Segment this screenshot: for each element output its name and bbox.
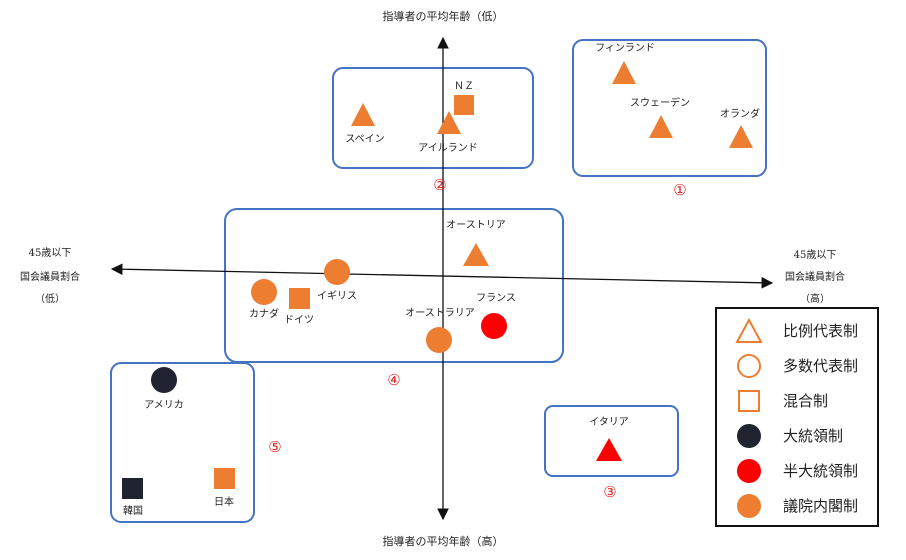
label-spain: スペイン: [345, 134, 384, 145]
marker-usa: [151, 367, 177, 393]
cluster-box-4: [224, 208, 564, 363]
axis-label-left-1: 45歳以下: [29, 247, 72, 259]
marker-italy: [596, 438, 622, 461]
legend: 比例代表制 多数代表制 混合制 大統領制 半大統領制 議院内閣制: [715, 307, 879, 527]
legend-item-proportional: 比例代表制: [717, 313, 877, 347]
marker-uk: [324, 259, 350, 285]
axis-label-left-3: （低）: [35, 292, 65, 305]
label-australia: オーストラリア: [405, 307, 475, 319]
cluster-number-2: ②: [433, 176, 446, 194]
cluster-number-4: ④: [387, 371, 400, 389]
legend-item-presidential: 大統領制: [717, 418, 877, 452]
marker-canada: [251, 279, 277, 305]
marker-netherlands: [729, 125, 753, 148]
circle-filled-icon: [737, 424, 761, 448]
legend-item-mixed: 混合制: [717, 383, 877, 417]
axis-label-right-2: 国会議員割合: [785, 270, 845, 283]
cluster-box-5: [110, 362, 255, 523]
square-outline-icon: [738, 390, 760, 412]
cluster-number-5: ⑤: [268, 438, 281, 456]
cluster-number-1: ①: [673, 181, 686, 199]
legend-label: 大統領制: [783, 427, 844, 445]
axis-label-bottom: 指導者の平均年齢（高）: [383, 534, 504, 548]
marker-germany: [289, 288, 310, 309]
marker-japan: [214, 468, 235, 489]
label-japan: 日本: [214, 495, 234, 508]
circle-filled-icon: [737, 459, 761, 483]
axis-label-right-1: 45歳以下: [794, 249, 837, 261]
triangle-outline-icon: [735, 318, 763, 343]
cluster-number-3: ③: [603, 483, 616, 501]
marker-france: [481, 313, 507, 339]
axis-label-left-2: 国会議員割合: [20, 270, 80, 283]
marker-korea: [122, 478, 143, 499]
label-nz: ＮＺ: [454, 81, 474, 92]
cluster-box-2: [332, 67, 534, 169]
circle-filled-icon: [737, 494, 761, 518]
marker-australia: [426, 327, 452, 353]
axis-label-right-3: （高）: [800, 292, 830, 305]
marker-austria: [463, 243, 489, 266]
legend-label: 半大統領制: [783, 462, 859, 480]
marker-nz: [454, 95, 474, 115]
label-germany: ドイツ: [284, 315, 314, 326]
legend-label: 議院内閣制: [783, 497, 859, 515]
legend-label: 比例代表制: [783, 322, 859, 340]
label-uk: イギリス: [317, 290, 357, 302]
legend-item-majoritarian: 多数代表制: [717, 348, 877, 382]
label-netherlands: オランダ: [720, 107, 760, 120]
label-usa: アメリカ: [144, 399, 184, 411]
legend-label: 混合制: [783, 392, 829, 410]
label-korea: 韓国: [123, 505, 143, 517]
label-sweden: スウェーデン: [630, 96, 690, 109]
cluster-box-1: [572, 39, 767, 177]
marker-spain: [351, 103, 375, 126]
cluster-box-3: [544, 405, 679, 477]
horizontal-axis: [110, 263, 774, 289]
label-finland: フィンランド: [595, 42, 655, 54]
legend-label: 多数代表制: [783, 357, 859, 375]
legend-item-parliamentary: 議院内閣制: [717, 488, 877, 522]
label-france: フランス: [476, 292, 516, 304]
label-italy: イタリア: [589, 416, 629, 428]
circle-outline-icon: [737, 354, 761, 378]
axis-label-top: 指導者の平均年齢（低）: [383, 9, 504, 23]
label-austria: オーストリア: [446, 219, 506, 231]
marker-sweden: [649, 115, 673, 138]
label-ireland: アイルランド: [418, 142, 478, 154]
label-canada: カナダ: [249, 307, 279, 320]
marker-ireland: [437, 111, 461, 134]
marker-finland: [612, 61, 636, 84]
legend-item-semi-presidential: 半大統領制: [717, 453, 877, 487]
